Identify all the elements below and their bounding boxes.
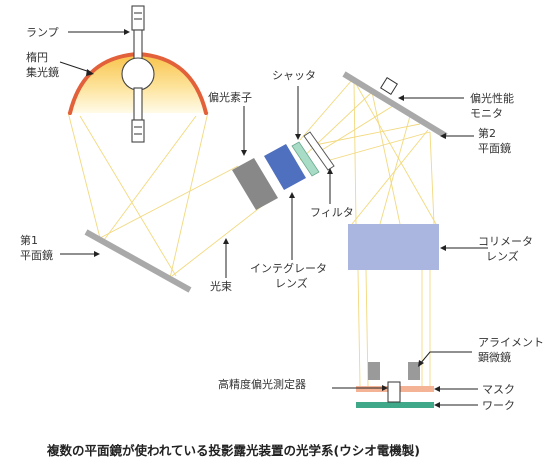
alignment-microscope-right [408, 362, 420, 380]
beam-ray [103, 115, 197, 241]
label-reflector-2: 集光鏡 [26, 65, 59, 79]
polarizer [232, 158, 278, 210]
label-filter: フィルタ [310, 206, 354, 219]
label-alignment-1: アライメント [478, 336, 544, 349]
label-plane2-1: 第2 [478, 126, 496, 140]
collimator-lens [348, 224, 439, 270]
label-alignment-2: 顕微鏡 [478, 350, 511, 364]
beam-ray [171, 205, 263, 277]
leader-lines [59, 29, 488, 408]
label-integrator-1: インテグレータ [250, 261, 327, 275]
label-plane1-2: 平面鏡 [20, 248, 53, 262]
beam-ray [429, 131, 435, 225]
beam-ray [79, 115, 177, 277]
label-collimator-1: コリメータ [478, 235, 533, 248]
first-plane-mirror [84, 229, 192, 293]
label-collimator-2: レンズ [486, 249, 519, 263]
shutter [291, 141, 320, 177]
label-monitor-2: モニタ [470, 107, 503, 120]
leader-reflector [59, 61, 91, 73]
beam-ray [321, 103, 397, 151]
beam-ray [67, 111, 101, 239]
light-beams [67, 79, 437, 387]
beam-ray [355, 83, 437, 225]
beam-ray [353, 81, 357, 225]
beam-ray [169, 111, 209, 279]
label-lamp: ランプ [26, 26, 59, 39]
label-work: ワーク [482, 399, 515, 412]
beam-ray [329, 131, 431, 161]
beam-ray [379, 115, 411, 225]
label-meter: 高精度偏光測定器 [218, 377, 306, 391]
label-plane2-2: 平面鏡 [478, 141, 511, 155]
leader-alignment [419, 351, 472, 365]
beam-ray [309, 123, 421, 147]
beam-ray [299, 79, 353, 141]
second-plane-mirror [342, 71, 448, 139]
label-polarizer: 偏光素子 [208, 90, 252, 104]
integrator-lens [264, 144, 306, 190]
polarization-meter [387, 381, 401, 403]
lamp [121, 5, 155, 143]
label-monitor-1: 偏光性能 [470, 91, 514, 105]
beam-ray [365, 269, 369, 387]
label-reflector-1: 楕円 [26, 50, 48, 64]
filter [303, 131, 335, 171]
label-beam: 光束 [210, 279, 232, 293]
work [356, 402, 434, 408]
label-shutter: シャッタ [272, 69, 316, 82]
label-plane1-1: 第1 [20, 233, 38, 247]
beam-ray [371, 91, 401, 225]
label-mask: マスク [482, 383, 515, 396]
beam-ray [357, 269, 361, 387]
label-integrator-2: レンズ [275, 276, 308, 290]
alignment-microscope-left [368, 362, 380, 380]
polarization-monitor [380, 77, 398, 95]
caption: 複数の平面鏡が使われている投影露光装置の光学系(ウシオ電機製) [46, 443, 420, 458]
beam-ray [299, 91, 373, 161]
beam-ray [99, 165, 239, 239]
